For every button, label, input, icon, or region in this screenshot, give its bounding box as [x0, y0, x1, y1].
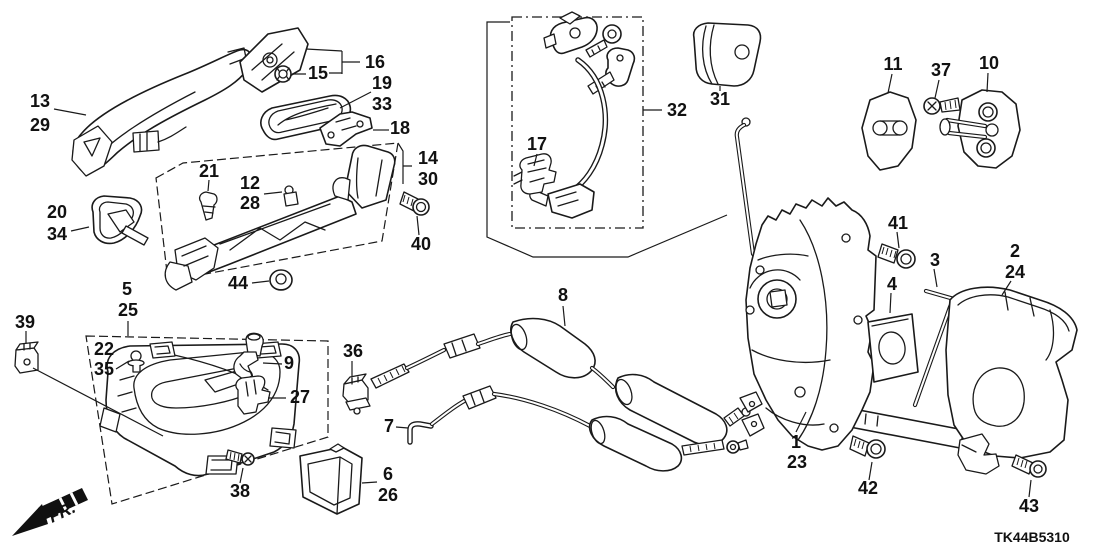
cover-screw-drawing [1011, 454, 1047, 478]
callout-5[interactable]: 5 [122, 279, 132, 299]
callout-30[interactable]: 30 [418, 169, 438, 189]
callout-29[interactable]: 29 [30, 115, 50, 135]
callout-32[interactable]: 32 [667, 100, 687, 120]
cable-clip-drawing [283, 185, 299, 207]
callout-labels: 13 29 15 16 19 33 18 14 30 21 12 28 40 4… [15, 52, 1039, 516]
callout-28[interactable]: 28 [240, 193, 260, 213]
callout-21[interactable]: 21 [199, 161, 219, 181]
callout-12[interactable]: 12 [240, 173, 260, 193]
hole-cover-drawing [299, 443, 363, 515]
striker-drawing [939, 89, 1021, 169]
callout-38[interactable]: 38 [230, 481, 250, 501]
callout-27[interactable]: 27 [290, 387, 310, 407]
callout-26[interactable]: 26 [378, 485, 398, 505]
striker-cover-drawing [861, 91, 917, 171]
callout-24[interactable]: 24 [1005, 262, 1025, 282]
rod-clip-drawing [235, 375, 271, 415]
latch-bolt-upper-drawing [877, 243, 916, 269]
outer-handle-drawing [71, 47, 252, 177]
lock-rod-drawing [734, 117, 756, 257]
callout-18[interactable]: 18 [390, 118, 410, 138]
callout-7[interactable]: 7 [384, 416, 394, 436]
callout-36[interactable]: 36 [343, 341, 363, 361]
callout-23[interactable]: 23 [787, 452, 807, 472]
callout-4[interactable]: 4 [887, 274, 897, 294]
snap-clip-drawing [199, 191, 218, 221]
callout-33[interactable]: 33 [372, 94, 392, 114]
callout-1[interactable]: 1 [791, 432, 801, 452]
fr-arrow-head [12, 504, 48, 536]
callout-17[interactable]: 17 [527, 134, 547, 154]
callout-10[interactable]: 10 [979, 53, 999, 73]
callout-41[interactable]: 41 [888, 213, 908, 233]
flange-nut-drawing [269, 269, 293, 291]
callout-8[interactable]: 8 [558, 285, 568, 305]
callout-14[interactable]: 14 [418, 148, 438, 168]
escutcheon-drawing [91, 195, 149, 246]
callout-42[interactable]: 42 [858, 478, 878, 498]
striker-screw-drawing [923, 97, 961, 115]
callout-43[interactable]: 43 [1019, 496, 1039, 516]
push-clip-drawing [127, 350, 145, 373]
bracket-drawing [319, 111, 373, 147]
callout-22[interactable]: 22 [94, 339, 114, 359]
handle-seal-drawing [260, 94, 352, 141]
inner-screw-drawing [225, 449, 255, 466]
gasket-drawing [867, 313, 919, 383]
callout-37[interactable]: 37 [931, 60, 951, 80]
handle-bolt-drawing [399, 191, 430, 216]
latch-drawing [739, 197, 965, 451]
callout-11[interactable]: 11 [883, 54, 902, 74]
callout-40[interactable]: 40 [411, 234, 431, 254]
square-clip-drawing [14, 341, 39, 374]
latch-cover-drawing [945, 286, 1078, 475]
latch-bolt-lower-drawing [849, 435, 886, 459]
callout-3[interactable]: 3 [930, 250, 940, 270]
callout-13[interactable]: 13 [30, 91, 50, 111]
callout-34[interactable]: 34 [47, 224, 67, 244]
callout-19[interactable]: 19 [372, 73, 392, 93]
cap-nut-drawing [274, 65, 292, 83]
callout-39[interactable]: 39 [15, 312, 35, 332]
group-leader-funnel [486, 21, 728, 258]
lock-cable-drawing [407, 385, 749, 472]
callout-16[interactable]: 16 [365, 52, 385, 72]
callout-9[interactable]: 9 [284, 353, 294, 373]
lock-knob-drawing [233, 332, 264, 381]
callout-6[interactable]: 6 [383, 464, 393, 484]
handle-cable-drawing [370, 317, 751, 446]
cable-grommet-drawing [342, 373, 371, 415]
callout-44[interactable]: 44 [228, 273, 248, 293]
callout-2[interactable]: 2 [1010, 241, 1020, 261]
cylinder-cover-drawing [692, 22, 762, 87]
callout-20[interactable]: 20 [47, 202, 67, 222]
callout-25[interactable]: 25 [118, 300, 138, 320]
leader-lines [25, 48, 1032, 498]
handle-base-drawing [164, 144, 396, 291]
callout-35[interactable]: 35 [94, 359, 114, 379]
lock-cylinder-drawing [513, 11, 636, 219]
handle-cap-drawing [239, 27, 309, 93]
callout-15[interactable]: 15 [308, 63, 328, 83]
fr-direction-arrow: FR. [12, 488, 88, 536]
callout-31[interactable]: 31 [710, 89, 730, 109]
diagram-code: TK44B5310 [994, 529, 1070, 545]
